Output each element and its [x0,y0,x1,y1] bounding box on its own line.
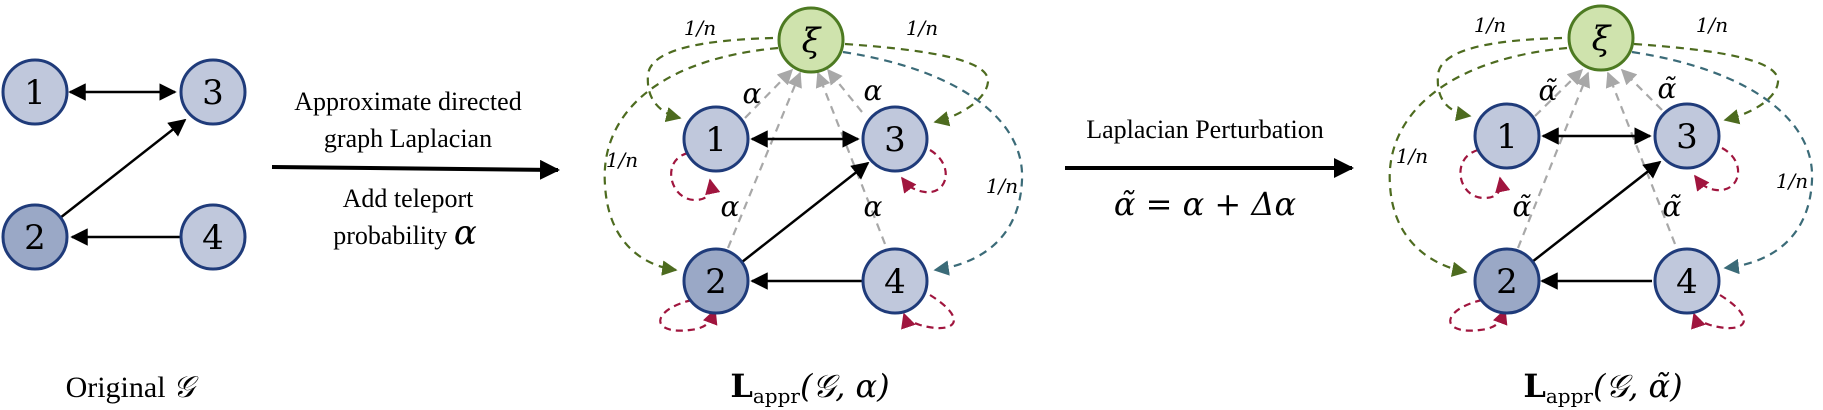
self-loop-1 [1459,148,1511,200]
alpha-edge-1 [1534,68,1584,117]
caption-lappr: Lappr(𝒢, α) [730,367,889,408]
node-3-label: 3 [202,73,224,113]
teleport-xi-2 [603,46,779,276]
node-1-label: 1 [1496,117,1518,157]
self-loop-4 [1691,294,1745,330]
alpha-edge-2 [726,71,802,249]
xi-label: ξ [1592,19,1613,59]
xi-node: ξ [777,6,845,74]
edge-2-3 [741,161,870,263]
teleport-label-3: 1/n [1396,144,1428,168]
big-arrow-1 [271,159,560,180]
caption-original: Original 𝒢 [66,370,199,405]
node-4: 4 [179,203,247,271]
node-1: 1 [682,105,750,173]
alpha-edge-1 [744,68,794,119]
alpha-edge-4 [1605,71,1677,245]
alpha-label-2: α [721,190,740,223]
node-3-label: 3 [1676,117,1698,157]
arrow2-equation: α̃ = α + Δα [1114,185,1296,223]
teleport-label-3: 1/n [606,148,638,172]
node-2-label: 2 [1496,262,1518,302]
alpha-label-4: α̃ [1663,190,1682,223]
arrow1-line2: graph Laplacian [324,124,492,153]
teleport-label-2: 1/n [1696,13,1728,37]
arrow1-line3: Add teleport [343,184,474,213]
node-4: 4 [1653,247,1721,315]
teleport-xi-3 [844,42,990,127]
alpha-label-4: α [864,190,883,223]
node-1-label: 1 [24,73,46,113]
node-4: 4 [861,247,929,315]
self-loop-3 [901,149,947,194]
arrow2-title: Laplacian Perturbation [1086,115,1324,144]
node-3-label: 3 [884,120,906,160]
alpha-label-1: α̃ [1539,74,1558,107]
node-3: 3 [1653,102,1721,170]
teleport-xi-1 [646,36,774,123]
transition-arrow-1: Approximate directed graph Laplacian Add… [271,87,560,253]
self-loop-1 [670,151,721,202]
caption-perturbed: Lappr(𝒢, α̃) [1523,367,1682,408]
teleport-label-4: 1/n [1776,169,1808,193]
edge-2-3 [1531,160,1662,263]
node-1: 1 [1473,102,1541,170]
arrow1-line1: Approximate directed [294,87,521,116]
alpha-edge-3 [827,68,863,113]
teleport-xi-3 [1633,42,1780,125]
self-loop-3 [1694,147,1740,192]
teleport-label-1: 1/n [1474,13,1506,37]
transition-arrow-2: Laplacian Perturbation α̃ = α + Δα [1065,115,1354,223]
node-2: 2 [682,247,750,315]
node-2-label: 2 [24,218,46,258]
panel-perturbed: ξ 1 3 2 4 1/n 1/n 1/n 1/n α̃ α̃ α̃ α̃ La… [1388,4,1814,408]
alpha-edge-4 [815,71,887,245]
teleport-xi-4 [1631,50,1814,275]
node-1: 1 [1,58,69,126]
node-1-label: 1 [705,120,727,160]
alpha-label-3: α̃ [1658,72,1677,105]
edge-2-3 [59,118,187,219]
node-4-label: 4 [202,218,224,258]
teleport-xi-2 [1388,46,1568,277]
node-4-label: 4 [1676,262,1698,302]
xi-node: ξ [1567,4,1635,72]
panel-lappr: ξ 1 3 2 4 1/n 1/n 1/n 1/n α α α α Lappr(… [603,6,1024,408]
teleport-xi-1 [1436,36,1563,122]
node-2: 2 [1473,247,1541,315]
panel-original: 1 3 2 4 Original 𝒢 [1,58,247,405]
node-2-label: 2 [705,262,727,302]
xi-label: ξ [802,21,823,61]
teleport-label-4: 1/n [986,174,1018,198]
self-loop-4 [901,294,955,330]
alpha-label-3: α [864,74,883,107]
self-loop-2 [1449,298,1508,332]
teleport-label-1: 1/n [684,16,716,40]
node-3: 3 [861,105,929,173]
alpha-edge-2 [1516,71,1591,249]
self-loop-2 [659,298,718,332]
node-4-label: 4 [884,262,906,302]
node-3: 3 [179,58,247,126]
node-2: 2 [1,203,69,271]
teleport-xi-4 [842,50,1024,276]
arrow1-line4: probability α [333,213,477,253]
alpha-label-1: α [743,77,762,110]
alpha-edge-3 [1620,68,1663,111]
alpha-label-2: α̃ [1513,190,1532,223]
teleport-label-2: 1/n [906,16,938,40]
